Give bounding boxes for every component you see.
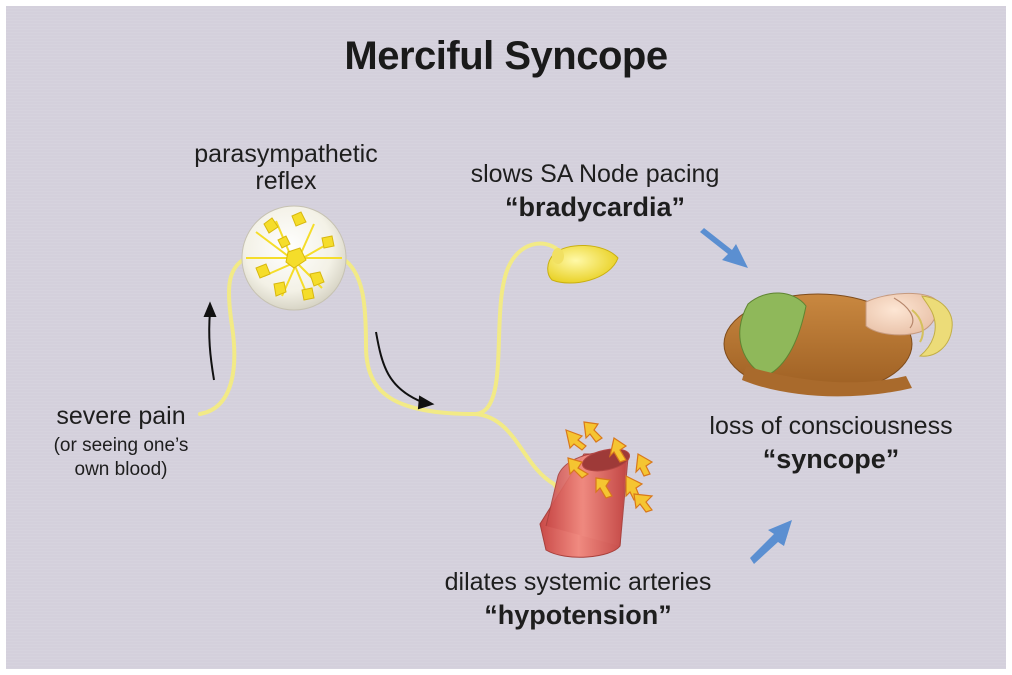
reflex-ganglion <box>242 206 346 310</box>
sa-node-term: “bradycardia” <box>440 192 750 223</box>
diagram-panel: Merciful Syncope parasympathetic reflex … <box>6 6 1006 669</box>
fainted-person-icon <box>724 293 952 396</box>
sa-node-label: slows SA Node pacing <box>440 160 750 189</box>
arteries-term: “hypotension” <box>398 600 758 631</box>
reflex-label: parasympathetic reflex <box>186 141 386 195</box>
sa-node-heart-icon <box>548 245 618 283</box>
pain-label: severe pain <box>46 402 196 431</box>
page-title: Merciful Syncope <box>6 34 1006 79</box>
arteries-label: dilates systemic arteries <box>398 568 758 597</box>
pain-sublabel: (or seeing one’s own blood) <box>46 434 196 482</box>
outcome-label: loss of consciousness <box>676 412 986 441</box>
outcome-term: “syncope” <box>676 444 986 475</box>
outcome-arrow-icons <box>700 228 792 564</box>
flow-arrows <box>205 304 432 408</box>
artery-icon <box>540 445 632 557</box>
pain-sublabel-line-2: own blood) <box>46 458 196 482</box>
reflex-label-line-2: reflex <box>186 168 386 195</box>
reflex-label-line-1: parasympathetic <box>186 141 386 168</box>
pain-sublabel-line-1: (or seeing one’s <box>46 434 196 458</box>
